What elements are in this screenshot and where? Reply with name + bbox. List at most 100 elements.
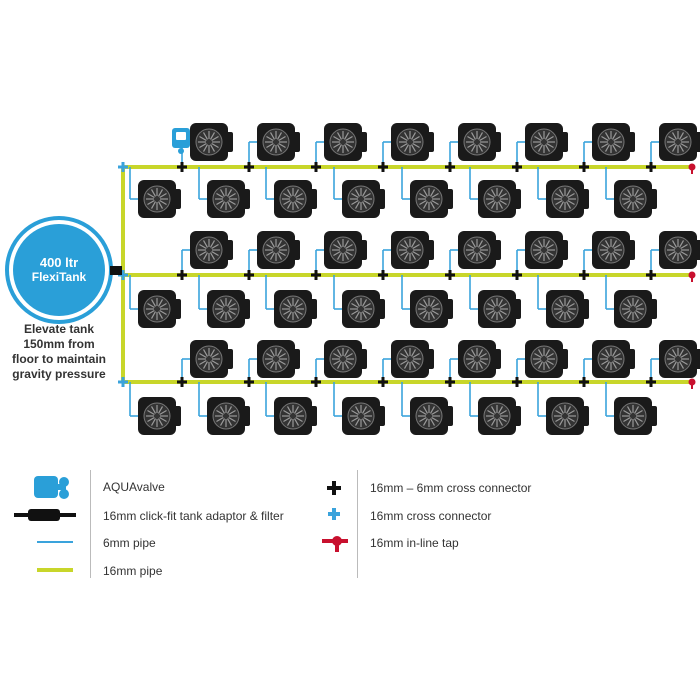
pot-outlet bbox=[359, 240, 367, 260]
pot-lid-rib bbox=[604, 132, 611, 140]
pot-outlet bbox=[493, 349, 501, 369]
pot-lid-rib bbox=[295, 192, 303, 199]
pot-lid bbox=[347, 185, 375, 213]
pipes-16mm bbox=[92, 165, 692, 384]
pot-lid-rib bbox=[400, 250, 408, 257]
grow-pot bbox=[342, 397, 385, 435]
pot-lid-rib bbox=[345, 352, 353, 359]
pot-lid bbox=[279, 402, 307, 430]
grow-pot bbox=[592, 340, 635, 378]
pot-lid bbox=[664, 128, 692, 156]
pot-lid-rib bbox=[283, 199, 291, 206]
pot-lid bbox=[262, 236, 290, 264]
cross-connector-16-6 bbox=[579, 162, 589, 172]
pot-lid-rib bbox=[567, 309, 575, 316]
pot-lid-rib bbox=[336, 144, 343, 152]
pot-lid-rib bbox=[157, 189, 164, 197]
pot-lid-rib bbox=[534, 352, 542, 359]
cross-connector-16-6-icon bbox=[327, 481, 341, 495]
inline-tap bbox=[688, 378, 696, 389]
pot-lid-rib bbox=[343, 361, 350, 369]
pot-lid-rib bbox=[199, 135, 207, 142]
pot-lid-rib bbox=[477, 361, 484, 369]
pot-lid-rib bbox=[431, 409, 439, 416]
pot-lid-rib bbox=[419, 199, 427, 206]
pot-outlet bbox=[493, 240, 501, 260]
pot-lid-rib bbox=[157, 406, 164, 414]
pot-lid-rib bbox=[351, 302, 359, 309]
pot-lid-rib bbox=[269, 144, 276, 152]
pot-lid-rib bbox=[604, 144, 611, 152]
legend-label-6mm-pipe: 6mm pipe bbox=[103, 536, 156, 550]
cross-connector-16-6 bbox=[579, 377, 589, 387]
pot-lid-rib bbox=[565, 311, 572, 319]
pot-lid-rib bbox=[276, 240, 283, 248]
pot-lid-rib bbox=[479, 250, 487, 257]
pot-lid-rib bbox=[209, 240, 216, 248]
pot-outlet bbox=[445, 299, 453, 319]
pot-lid-rib bbox=[565, 189, 572, 197]
grow-pot bbox=[324, 340, 367, 378]
grow-pot bbox=[274, 180, 317, 218]
pot-lid-rib bbox=[601, 243, 609, 250]
pot-lid-rib bbox=[558, 418, 565, 426]
pot-lid-rib bbox=[479, 352, 487, 359]
pot-lid-rib bbox=[403, 240, 410, 248]
pot-lid-rib bbox=[363, 199, 371, 206]
grow-pot bbox=[614, 180, 657, 218]
pot-lid-rib bbox=[228, 416, 236, 423]
pot-lid-rib bbox=[276, 361, 283, 369]
flexitank bbox=[5, 216, 122, 324]
pot-lid-rib bbox=[276, 349, 283, 357]
pot-lid-rib bbox=[534, 250, 542, 257]
cross-connector-16 bbox=[118, 377, 128, 387]
pot-lid-rib bbox=[202, 361, 209, 369]
pot-lid-rib bbox=[680, 142, 688, 149]
pot-lid-rib bbox=[150, 418, 157, 426]
pot-lid-rib bbox=[286, 311, 293, 319]
pot-lid-rib bbox=[534, 359, 542, 366]
pot-lid-rib bbox=[202, 240, 209, 248]
legend-label-16mm-pipe: 16mm pipe bbox=[103, 564, 163, 578]
pot-lid-rib bbox=[623, 416, 631, 423]
pot-lid-rib bbox=[604, 252, 611, 260]
grow-pot bbox=[410, 180, 453, 218]
pot-lid-rib bbox=[293, 418, 300, 426]
pot-lid-rib bbox=[219, 418, 226, 426]
pot-lid bbox=[619, 295, 647, 323]
tank-label: 400 ltr FlexiTank bbox=[13, 255, 105, 284]
pot-lid-rib bbox=[470, 144, 477, 152]
pot-lid-rib bbox=[283, 409, 291, 416]
pot-lid-rib bbox=[635, 409, 643, 416]
pot-lid-rib bbox=[487, 192, 495, 199]
pot-lid-rib bbox=[293, 299, 300, 307]
pot-lid-rib bbox=[343, 252, 350, 260]
pot-lid-rib bbox=[613, 135, 621, 142]
pot-lid bbox=[597, 345, 625, 373]
pot-lid-rib bbox=[477, 349, 484, 357]
pot-lid-rib bbox=[226, 189, 233, 197]
grow-pot bbox=[342, 180, 385, 218]
pot-lid-rib bbox=[269, 361, 276, 369]
pot-lid-rib bbox=[219, 406, 226, 414]
pot-lid bbox=[195, 345, 223, 373]
pot-lid-rib bbox=[479, 135, 487, 142]
pot-lid-rib bbox=[467, 250, 475, 257]
pot-lid-rib bbox=[546, 243, 554, 250]
pot-lid bbox=[463, 236, 491, 264]
pot-lid-rib bbox=[293, 311, 300, 319]
grow-pot bbox=[478, 180, 521, 218]
pot-grid bbox=[138, 123, 700, 435]
pot-lid-rib bbox=[199, 250, 207, 257]
pot-lid-rib bbox=[613, 359, 621, 366]
pot-outlet bbox=[292, 132, 300, 152]
pot-lid-rib bbox=[635, 309, 643, 316]
pot-lid-rib bbox=[633, 299, 640, 307]
pot-lid-rib bbox=[558, 189, 565, 197]
pot-lid-rib bbox=[159, 409, 167, 416]
pot-lid-rib bbox=[159, 302, 167, 309]
pot-lid-rib bbox=[336, 252, 343, 260]
pot-lid-rib bbox=[601, 135, 609, 142]
pot-outlet bbox=[560, 349, 568, 369]
pot-lid-rib bbox=[537, 144, 544, 152]
